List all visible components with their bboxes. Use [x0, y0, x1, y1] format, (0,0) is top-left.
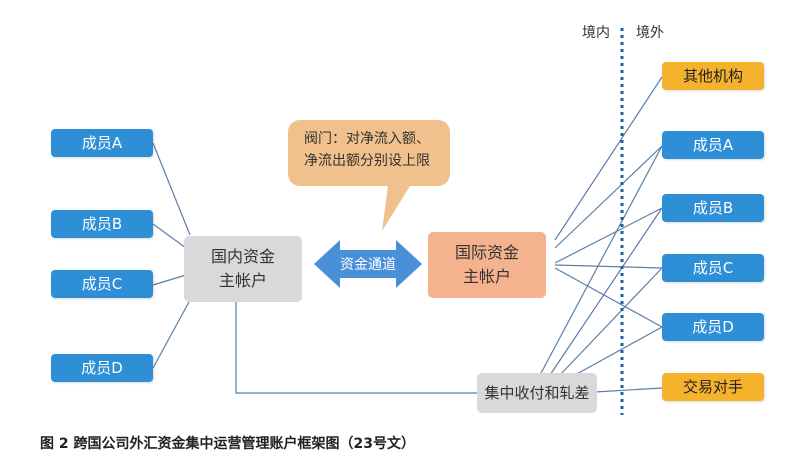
- left-member-a: 成员A: [51, 129, 153, 157]
- outside-border-label: 境外: [636, 25, 664, 41]
- valve-callout-line2: 净流出额分别设上限: [304, 153, 430, 169]
- left-member-c: 成员C: [51, 270, 153, 298]
- counterparty: 交易对手: [662, 373, 764, 401]
- other-institution: 其他机构: [662, 62, 764, 90]
- right-member-c: 成员C: [662, 254, 764, 282]
- left-member-b: 成员B: [51, 210, 153, 238]
- domestic-account-line1: 国内资金: [210, 247, 275, 266]
- right-member-b: 成员B: [662, 194, 764, 222]
- centralized-collection-netting: 集中收付和轧差: [477, 373, 597, 413]
- international-main-account: 国际资金 主帐户: [428, 232, 546, 298]
- domestic-main-account: 国内资金 主帐户: [184, 236, 302, 302]
- domestic-account-line2: 主帐户: [218, 271, 267, 290]
- inside-border-label: 境内: [582, 25, 610, 41]
- intl-account-line2: 主帐户: [462, 267, 511, 286]
- valve-callout-line1: 阀门：对净流入额、: [304, 131, 430, 147]
- channel-arrow: [314, 240, 422, 288]
- right-member-a: 成员A: [662, 131, 764, 159]
- channel-label: 资金通道: [340, 257, 396, 273]
- valve-callout-text: 阀门：对净流入额、 净流出额分别设上限: [304, 128, 446, 172]
- left-member-d: 成员D: [51, 354, 153, 382]
- valve-callout-bubble: [288, 120, 450, 231]
- intl-account-line1: 国际资金: [454, 243, 519, 262]
- figure-caption: 图 2 跨国公司外汇资金集中运营管理账户框架图（23号文）: [40, 436, 415, 452]
- right-member-d: 成员D: [662, 313, 764, 341]
